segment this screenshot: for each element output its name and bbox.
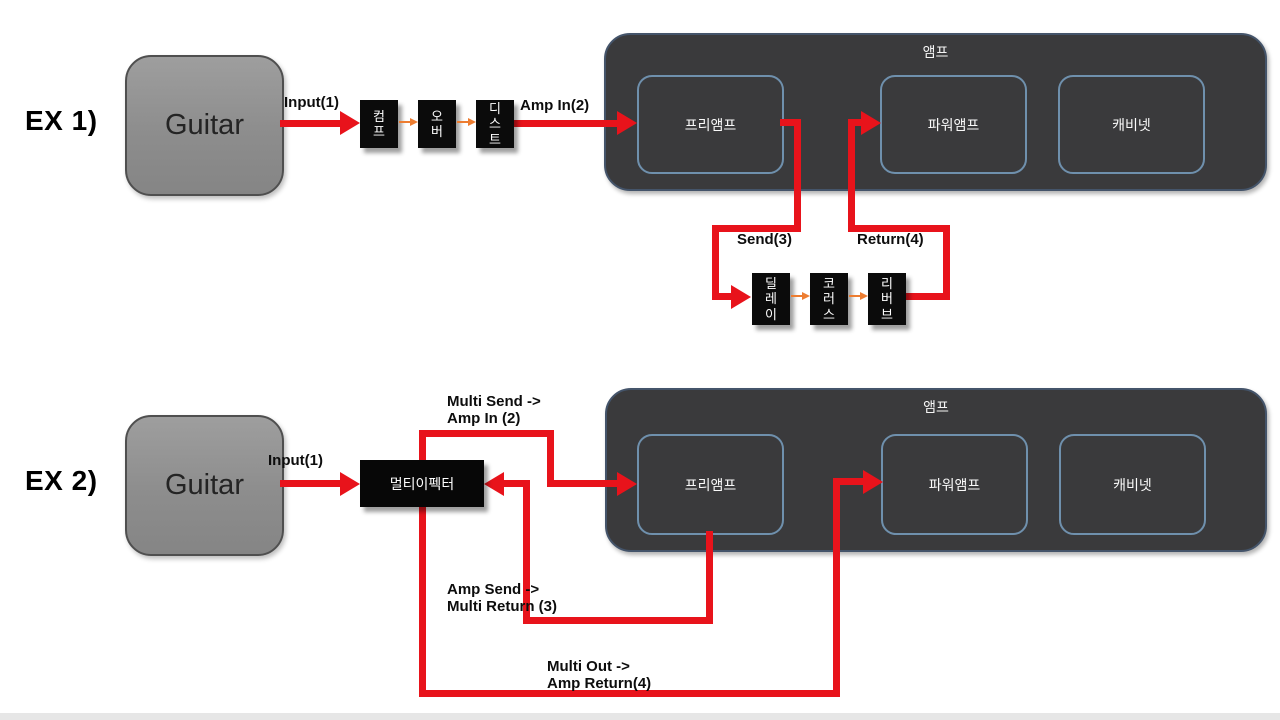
ex2-amp-send-label: Amp Send -> Multi Return (3) (447, 581, 557, 615)
ex1-amp-in-wire (514, 120, 619, 127)
ex2-label: EX 2) (25, 465, 98, 496)
ex2-input-arrowhead (340, 472, 360, 496)
ex2-multi-out-arrowhead (863, 470, 883, 494)
ex1-cabinet-box: 캐비넷 (1058, 75, 1205, 174)
ex2-multi-out-label-line1: Multi Out -> (547, 658, 630, 675)
ex1-input-arrowhead (340, 111, 360, 135)
ex2-guitar-label: Guitar (165, 469, 244, 501)
ex1-power-amp-box: 파워앰프 (880, 75, 1027, 174)
ex1-return-wire-seg4 (848, 119, 855, 232)
ex2-guitar-box: Guitar (125, 415, 284, 556)
slide-bottom-edge (0, 713, 1280, 720)
ex2-cabinet-box: 캐비넷 (1059, 434, 1206, 535)
ex1-reverb-label: 리버브 (881, 276, 893, 322)
ex1-label: EX 1) (25, 105, 98, 136)
ex1-chorus-pedal: 코러스 (810, 273, 848, 325)
ex2-multi-out-wire-seg4 (833, 478, 865, 485)
ex2-multi-send-wire-seg3 (547, 430, 554, 487)
ex1-guitar-box: Guitar (125, 55, 284, 196)
ex1-delay-pedal: 딜레이 (752, 273, 790, 325)
ex1-over-label: 오버 (431, 108, 443, 139)
ex2-multi-send-label-line1: Multi Send -> (447, 393, 541, 410)
ex1-chain-connector-arrow-2 (457, 118, 476, 126)
ex2-input-label: Input(1) (268, 452, 323, 469)
ex2-multi-send-arrowhead (617, 472, 637, 496)
ex1-return-label: Return(4) (857, 231, 924, 248)
ex2-multi-out-label: Multi Out -> Amp Return(4) (547, 658, 651, 692)
ex1-amp-in-label: Amp In(2) (520, 97, 590, 114)
ex2-multi-out-wire-seg1 (419, 507, 426, 697)
ex1-guitar-label: Guitar (165, 109, 244, 141)
ex1-input-label: Input(1) (284, 94, 339, 111)
ex2-multi-send-wire-seg4 (547, 480, 619, 487)
ex1-send-label: Send(3) (737, 231, 793, 248)
ex2-amp-send-wire-seg1 (706, 531, 713, 624)
ex2-amp-send-arrowhead (484, 472, 504, 496)
ex1-chain-connector-arrow-1 (399, 118, 418, 126)
ex1-reverb-pedal: 리버브 (868, 273, 906, 325)
ex1-return-wire-seg5 (848, 119, 863, 126)
ex2-multi-effector-label: 멀티이펙터 (389, 475, 455, 492)
ex1-amp-in-arrowhead (617, 111, 637, 135)
ex2-multi-send-wire-seg1 (419, 430, 426, 460)
ex1-preamp-box: 프리앰프 (637, 75, 784, 174)
ex1-dist-pedal: 디스트 (476, 100, 514, 148)
ex2-amp-send-wire-seg4 (502, 480, 530, 487)
ex2-multi-out-wire-seg3 (833, 478, 840, 697)
ex2-multi-out-wire-seg2 (419, 690, 840, 697)
ex1-send-wire-seg1 (780, 119, 801, 126)
ex2-multi-send-label-line2: Amp In (2) (447, 410, 521, 427)
ex1-loop-connector-arrow-1 (791, 292, 810, 300)
ex1-loop-connector-arrow-2 (849, 292, 868, 300)
ex2-amp-send-label-line1: Amp Send -> (447, 581, 540, 598)
ex1-return-arrowhead (861, 111, 881, 135)
ex1-send-arrowhead (731, 285, 751, 309)
ex1-send-wire-seg4 (712, 225, 719, 300)
ex1-return-wire-seg2 (943, 225, 950, 300)
ex1-amp-title: 앰프 (922, 44, 949, 60)
ex1-send-wire-seg3 (712, 225, 801, 232)
ex1-send-wire-seg2 (794, 119, 801, 232)
ex1-delay-label: 딜레이 (765, 276, 777, 322)
ex1-comp-pedal: 컴프 (360, 100, 398, 148)
ex2-amp-title: 앰프 (923, 399, 949, 415)
ex1-send-wire-seg5 (719, 293, 733, 300)
ex2-power-amp-box: 파워앰프 (881, 434, 1028, 535)
ex1-input-wire (280, 120, 342, 127)
ex2-input-wire (280, 480, 342, 487)
ex2-multi-effector-box: 멀티이펙터 (360, 460, 484, 507)
ex1-return-wire-seg1 (906, 293, 950, 300)
ex2-multi-send-label: Multi Send -> Amp In (2) (447, 393, 541, 427)
ex1-chorus-label: 코러스 (823, 276, 835, 322)
ex2-amp-send-wire-seg2 (523, 617, 713, 624)
ex1-dist-label: 디스트 (489, 101, 501, 147)
ex2-multi-out-label-line2: Amp Return(4) (547, 675, 652, 692)
ex2-multi-send-wire-seg2 (419, 430, 554, 437)
ex2-amp-send-label-line2: Multi Return (3) (447, 598, 557, 615)
ex1-return-wire-seg3 (848, 225, 950, 232)
ex1-comp-label: 컴프 (373, 108, 385, 139)
ex1-over-pedal: 오버 (418, 100, 456, 148)
ex2-preamp-box: 프리앰프 (637, 434, 784, 535)
ex2-amp-send-wire-seg3 (523, 481, 530, 624)
